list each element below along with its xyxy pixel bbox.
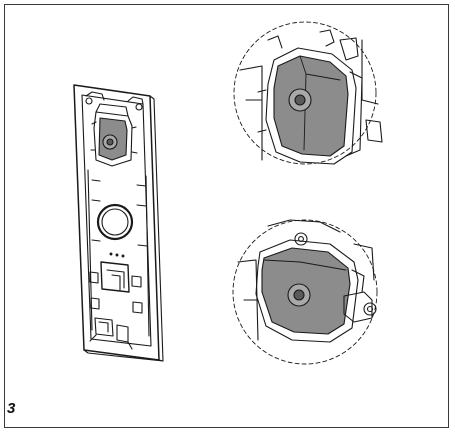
backplate bbox=[73, 84, 164, 362]
figure-frame bbox=[4, 4, 449, 428]
camera-module-detail-bottom bbox=[232, 219, 378, 365]
camera-module-detail-top bbox=[233, 21, 383, 165]
figure-number: 3 bbox=[7, 400, 16, 417]
